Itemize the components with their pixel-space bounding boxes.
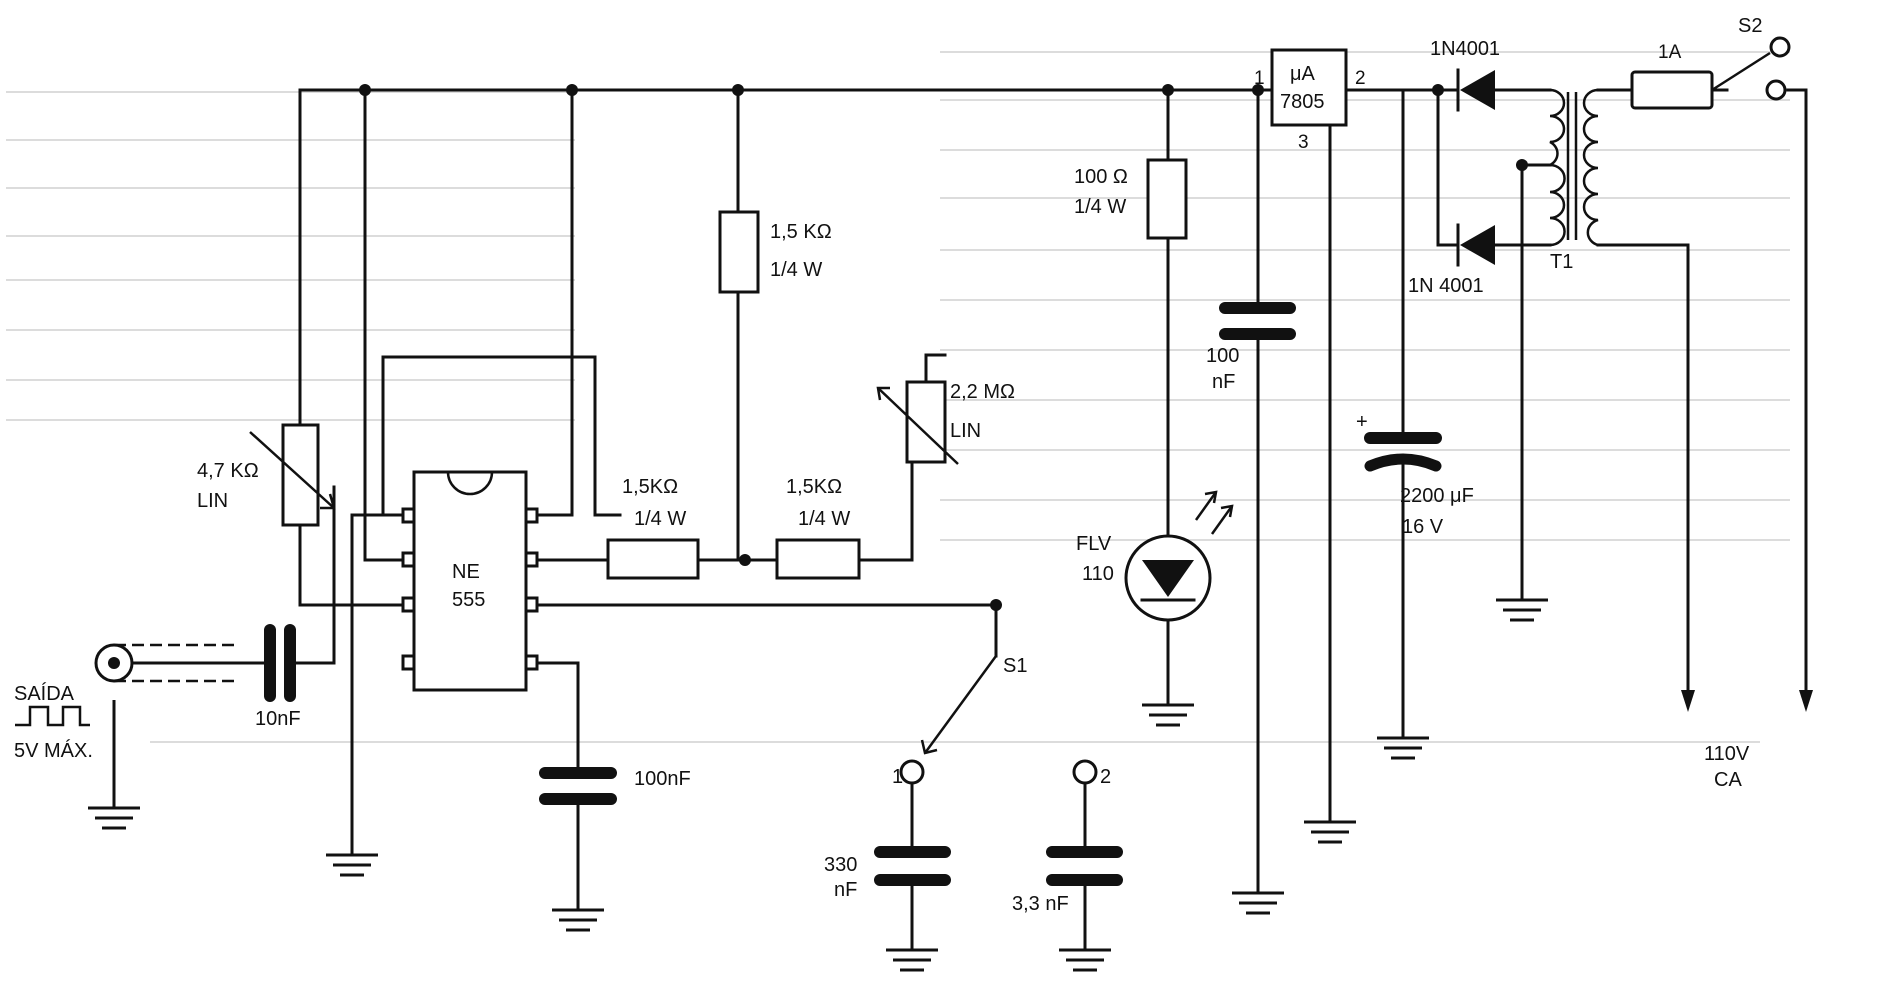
resistor-1k5-a [606,538,700,580]
ground-symbol-decoupling [1232,891,1284,915]
capacitor-100nf-decoupling-label-a: 100 [1206,345,1239,367]
capacitor-2200uf-label-a: 2200 μF [1400,485,1474,507]
junction-dots [359,84,1528,611]
capacitor-330nf-label-a: 330 [824,854,857,876]
ic-ne555 [401,470,539,692]
transformer-t1-label: T1 [1550,251,1573,273]
transformer-t1 [1549,88,1599,247]
capacitor-10nf [264,624,296,702]
capacitor-330nf [874,846,951,886]
potentiometer-2m2-taper: LIN [950,420,981,442]
ic-label-line1: NE [452,561,480,583]
regulator-label-b: 7805 [1280,91,1325,113]
resistor-1k5-b-value: 1,5KΩ [786,476,842,498]
switch-s2-label: S2 [1738,15,1762,37]
switch-s1-position-1: 1 [892,766,903,788]
capacitor-10nf-label: 10nF [255,708,301,730]
regulator-label-a: μA [1290,63,1316,85]
ground-symbol-led [1142,703,1194,727]
capacitor-330nf-label-b: nF [834,879,857,901]
ground-symbol-center-tap [1496,598,1548,622]
switch-s1 [899,655,1098,785]
ic-label-line2: 555 [452,589,485,611]
capacitor-2200uf [1364,432,1442,472]
ground-symbol-electrolytic [1377,736,1429,760]
capacitor-2200uf-plus: + [1356,411,1368,433]
led-flv110 [1124,490,1234,622]
resistor-1k5-vertical-value: 1,5 KΩ [770,221,832,243]
fuse-1a-label: 1A [1658,42,1682,63]
potentiometer-2m2-value: 2,2 MΩ [950,381,1015,403]
output-label: SAÍDA [14,682,75,705]
capacitor-100nf-pin5 [539,767,617,805]
resistor-100-ohm-power: 1/4 W [1074,196,1126,218]
regulator-pin-2: 2 [1355,68,1366,89]
resistor-1k5-vertical-power: 1/4 W [770,259,822,281]
capacitor-100nf-decoupling-label-b: nF [1212,371,1235,393]
resistor-1k5-b-power: 1/4 W [798,508,850,530]
diode-1n4001-top-label: 1N4001 [1430,38,1500,60]
switch-s1-position-2: 2 [1100,766,1111,788]
ground-symbol-3n3 [1059,948,1111,972]
ground-symbol-output [88,700,140,830]
resistor-1k5-a-power: 1/4 W [634,508,686,530]
mains-arrows [1681,690,1813,712]
ground-symbol-ic [326,853,378,877]
capacitor-3n3-label: 3,3 nF [1012,893,1069,915]
output-max-label: 5V MÁX. [14,739,93,762]
capacitor-2200uf-label-b: 16 V [1402,516,1444,538]
resistor-100-ohm-value: 100 Ω [1074,166,1128,188]
mains-label-b: CA [1714,769,1742,791]
regulator-7805 [1270,48,1348,127]
switch-s1-label: S1 [1003,655,1027,677]
potentiometer-4k7-taper: LIN [197,490,228,512]
capacitor-3n3 [1046,846,1123,886]
fuse-1a [1630,70,1714,110]
led-label-b: 110 [1082,563,1114,585]
regulator-pin-1: 1 [1254,68,1265,89]
ground-symbol-330nf [886,948,938,972]
diode-1n4001-top [1436,68,1495,112]
regulator-pin-3: 3 [1298,132,1309,153]
switch-s2 [1711,36,1791,101]
background-bleed-through [6,51,1790,743]
potentiometer-4k7-value: 4,7 KΩ [197,460,259,482]
square-wave-icon [15,705,90,727]
capacitor-100nf-decoupling [1219,302,1296,340]
led-label-a: FLV [1076,533,1112,555]
diode-1n4001-bottom [1456,223,1495,267]
resistor-1k5-a-value: 1,5KΩ [622,476,678,498]
capacitor-100nf-pin5-label: 100nF [634,768,691,790]
resistor-100-ohm [1146,158,1188,240]
resistor-1k5-b [775,538,861,580]
output-jack [94,643,270,683]
resistor-1k5-vertical [718,210,760,294]
ground-symbol-regulator [1304,820,1356,844]
diode-1n4001-bottom-label: 1N 4001 [1408,275,1484,297]
ground-symbol-pin5 [552,908,604,932]
potentiometer-4k7 [249,423,336,527]
potentiometer-2m2 [876,353,959,465]
mains-label-a: 110V [1704,743,1750,765]
